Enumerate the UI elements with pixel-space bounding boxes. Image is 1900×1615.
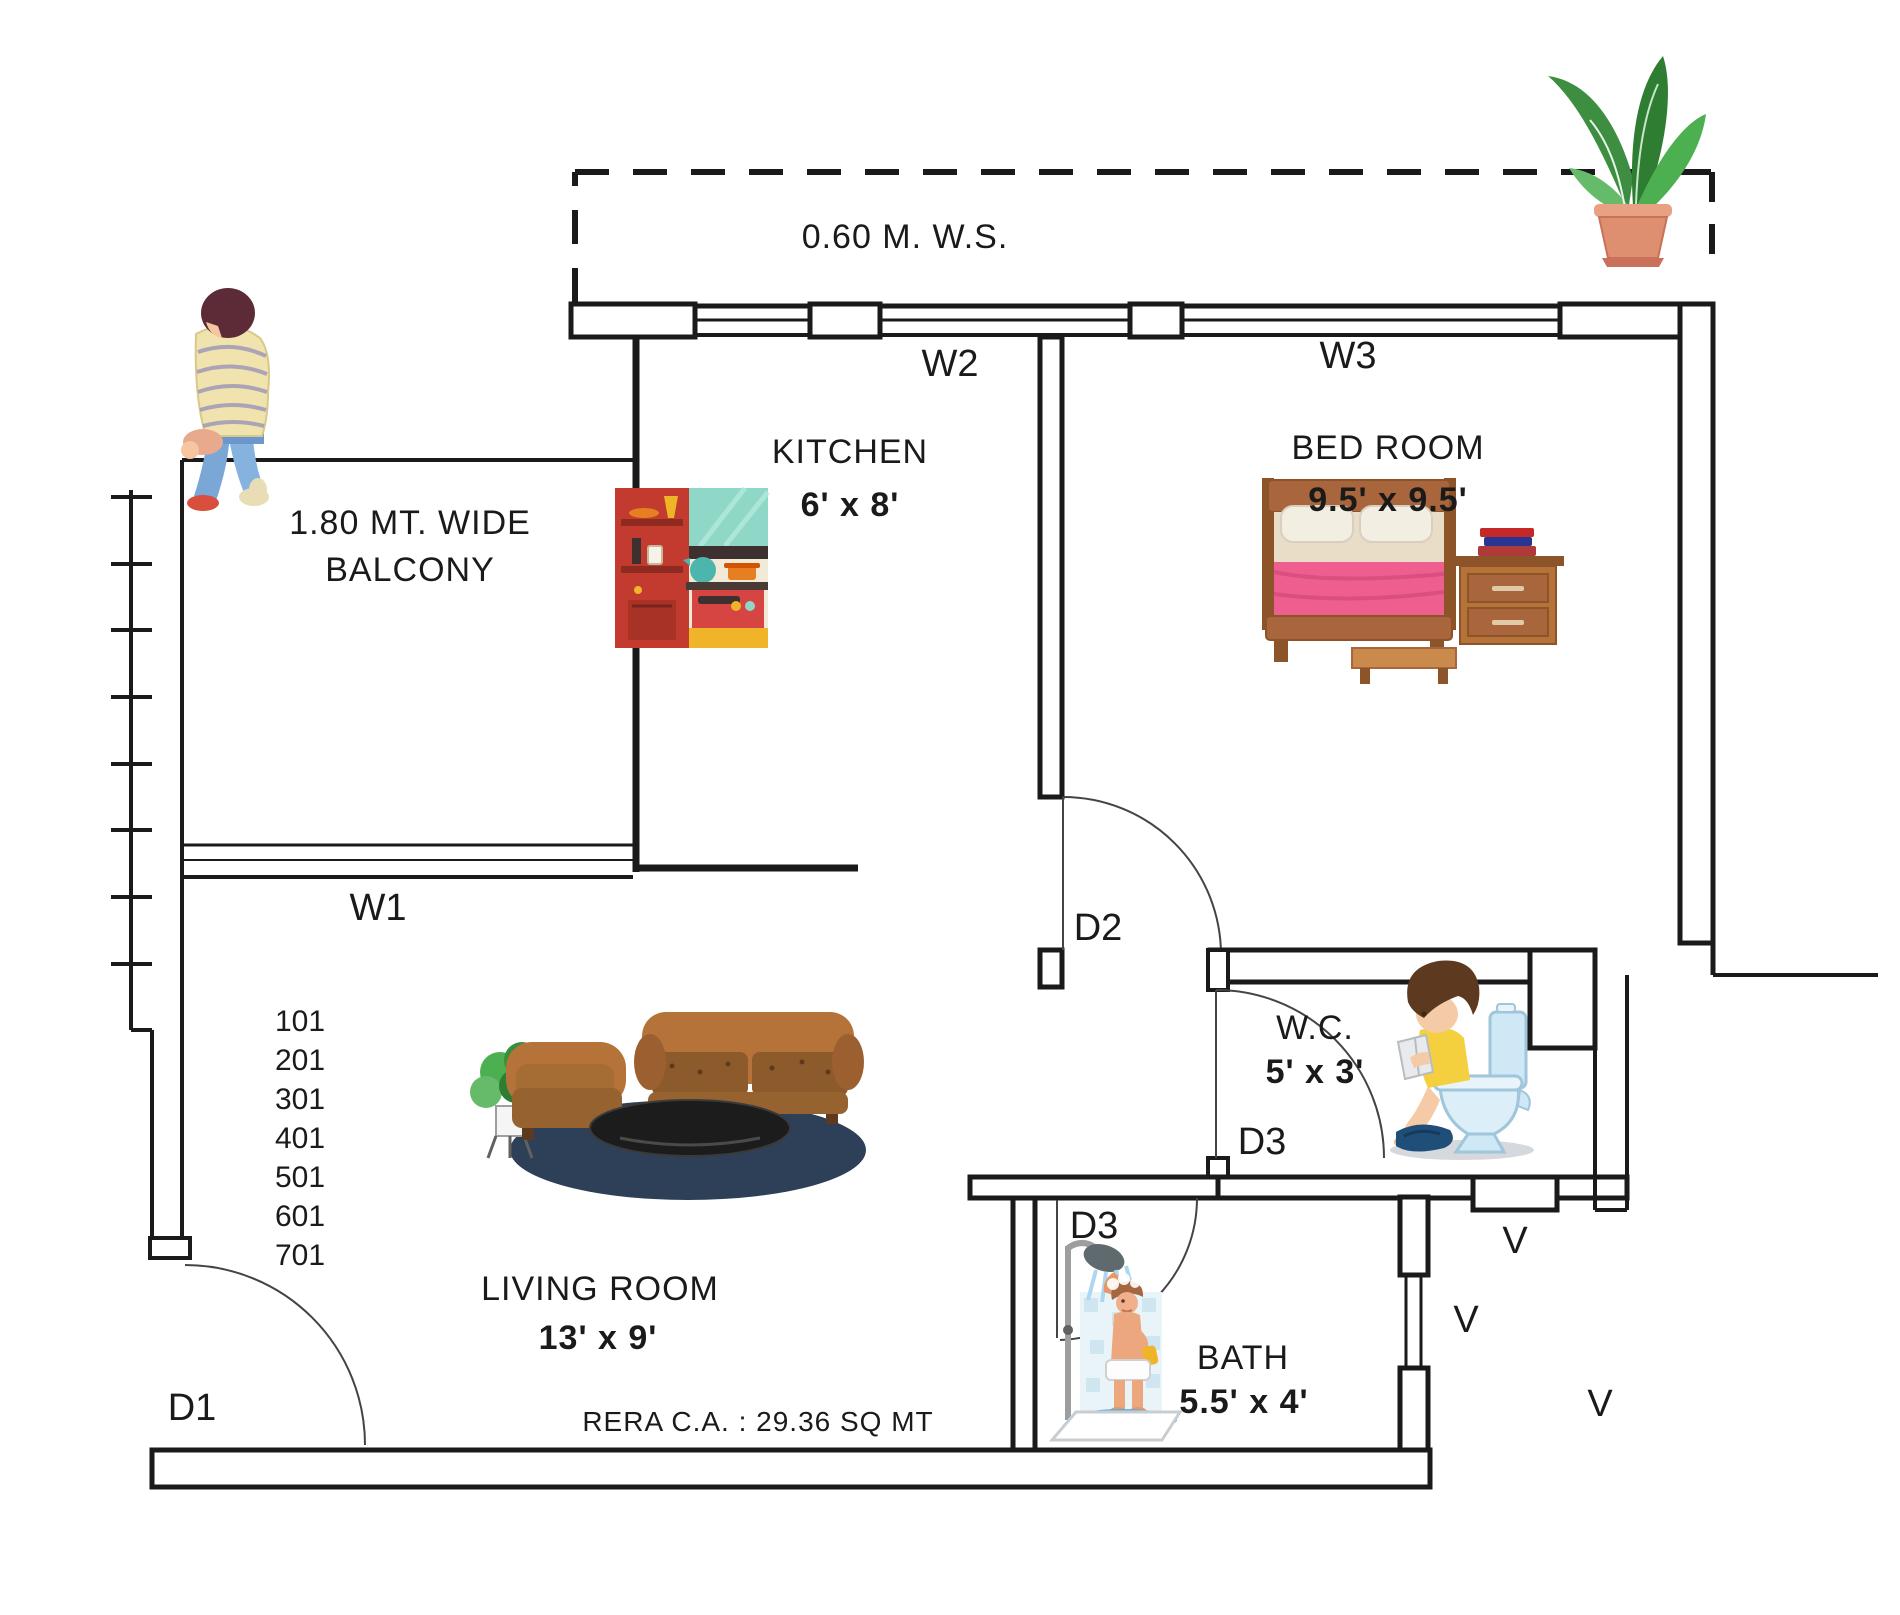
kitchen-dims-label: 6' x 8' — [800, 486, 900, 524]
shower-boy-icon — [1048, 1240, 1183, 1442]
door-d1-label: D1 — [167, 1387, 217, 1429]
wall-linework — [111, 169, 1878, 1490]
floor-number-401: 401 — [274, 1122, 326, 1155]
door-d2-label: D2 — [1073, 907, 1123, 949]
window-w1-label: W1 — [349, 887, 407, 929]
bath-name-label: BATH — [1196, 1339, 1290, 1377]
living-name-label: LIVING ROOM — [481, 1270, 719, 1308]
kitchen-name-label: KITCHEN — [771, 433, 929, 471]
vent-v1-label: V — [1502, 1220, 1528, 1262]
door-d3-bath-label: D3 — [1069, 1205, 1119, 1247]
door-d3-wc-label: D3 — [1237, 1121, 1287, 1163]
bedroom-dims-label: 9.5' x 9.5' — [1308, 481, 1468, 519]
floor-number-701: 701 — [274, 1239, 326, 1272]
person-leaning-icon — [181, 288, 270, 511]
living-dims-label: 13' x 9' — [538, 1319, 658, 1357]
sofa-set-icon — [470, 1012, 866, 1200]
vent-v2-label: V — [1453, 1299, 1479, 1341]
floor-number-301: 301 — [274, 1083, 326, 1116]
kitchen-stove-icon — [615, 486, 770, 648]
potted-plant-icon — [1548, 56, 1706, 267]
window-w3-label: W3 — [1319, 335, 1377, 377]
balcony-label-line1: 1.80 MT. WIDE — [289, 504, 531, 542]
floor-number-201: 201 — [274, 1044, 326, 1077]
bedroom-name-label: BED ROOM — [1291, 429, 1485, 467]
double-bed-icon — [1262, 478, 1564, 684]
toilet-boy-icon — [1390, 960, 1534, 1160]
wc-name-label: W.C. — [1276, 1009, 1354, 1047]
balcony-label-line2: BALCONY — [325, 551, 495, 589]
vent-v3-label: V — [1587, 1383, 1613, 1425]
wc-dims-label: 5' x 3' — [1265, 1053, 1365, 1091]
window-w2-label: W2 — [921, 343, 979, 385]
floor-number-501: 501 — [274, 1161, 326, 1194]
ws-label: 0.60 M. W.S. — [801, 218, 1009, 256]
floor-number-601: 601 — [274, 1200, 326, 1233]
bath-dims-label: 5.5' x 4' — [1179, 1383, 1309, 1421]
rera-area-label: RERA C.A. : 29.36 SQ MT — [582, 1406, 934, 1437]
floor-number-101: 101 — [274, 1005, 326, 1038]
